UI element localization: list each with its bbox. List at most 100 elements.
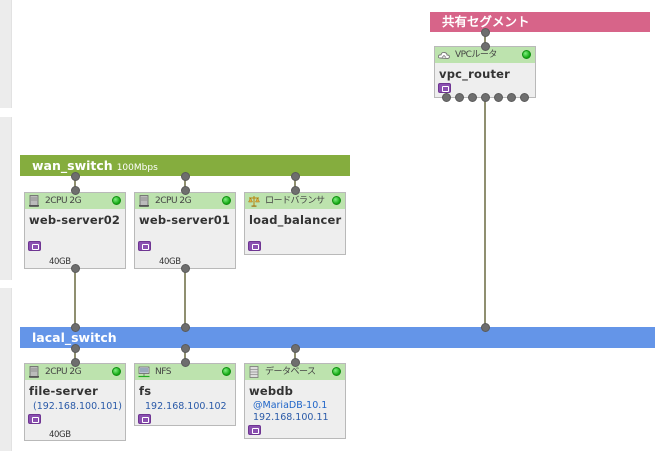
node-header: 2CPU 2G <box>135 193 235 209</box>
wire-router-to-local <box>484 97 486 327</box>
wire-wan-to-lb <box>294 176 296 190</box>
wire-shared-to-router <box>484 32 486 46</box>
ip-address: (192.168.100.101) <box>33 401 123 412</box>
node-type-label: 2CPU 2G <box>45 196 82 206</box>
wire-local-to-fileserver <box>74 348 76 362</box>
port-dot[interactable] <box>70 185 80 195</box>
status-indicator <box>522 50 531 59</box>
node-vpc-router[interactable]: VPCルータ vpc_router <box>434 46 536 98</box>
node-name: vpc_router <box>439 67 511 81</box>
shared-segment-label: 共有セグメント <box>442 14 530 29</box>
node-load-balancer[interactable]: ロードバランサ load_balancer <box>244 192 346 255</box>
cloud-router-icon <box>438 51 450 59</box>
port-dot[interactable] <box>290 357 300 367</box>
status-indicator <box>222 367 231 376</box>
port-dot[interactable] <box>290 185 300 195</box>
info-icon[interactable] <box>248 425 261 435</box>
port-dot[interactable] <box>70 322 80 332</box>
disk-size: 40GB <box>49 257 71 267</box>
status-indicator <box>332 196 341 205</box>
side-panel-bottom <box>0 288 12 451</box>
node-type-label: データベース <box>265 367 316 377</box>
node-type-label: NFS <box>155 367 171 377</box>
local-switch-label: lacal_switch <box>32 330 117 345</box>
wire-local-to-webdb <box>294 348 296 362</box>
node-name: webdb <box>249 384 294 398</box>
node-fs[interactable]: NFS fs 192.168.100.102 <box>134 363 236 426</box>
wire-web02-to-local <box>74 268 76 327</box>
node-web-server01[interactable]: 2CPU 2G web-server01 40GB <box>134 192 236 269</box>
port-dot[interactable] <box>70 343 80 353</box>
port-dot[interactable] <box>480 322 490 332</box>
wire-local-to-fs <box>184 348 186 362</box>
status-indicator <box>222 196 231 205</box>
node-web-server02[interactable]: 2CPU 2G web-server02 40GB <box>24 192 126 269</box>
port-dot[interactable] <box>180 185 190 195</box>
server-icon <box>29 366 39 378</box>
port-dot[interactable] <box>519 92 529 102</box>
port-dot[interactable] <box>290 343 300 353</box>
info-icon[interactable] <box>28 241 41 251</box>
port-dot[interactable] <box>441 92 451 102</box>
node-type-label: 2CPU 2G <box>155 196 192 206</box>
status-indicator <box>112 367 121 376</box>
node-header: 2CPU 2G <box>25 364 125 380</box>
port-dot[interactable] <box>480 92 490 102</box>
node-header: VPCルータ <box>435 47 535 63</box>
node-type-label: 2CPU 2G <box>45 367 82 377</box>
server-icon <box>29 195 39 207</box>
wire-wan-to-web01 <box>184 176 186 190</box>
ip-address: 192.168.100.102 <box>145 401 227 412</box>
wire-wan-to-web02 <box>74 176 76 190</box>
port-dot[interactable] <box>480 41 490 51</box>
ip-address: 192.168.100.11 <box>253 412 329 423</box>
node-header: データベース <box>245 364 345 380</box>
info-icon[interactable] <box>138 414 151 424</box>
node-header: 2CPU 2G <box>25 193 125 209</box>
node-header: NFS <box>135 364 235 380</box>
node-type-label: ロードバランサ <box>265 196 325 206</box>
port-dot[interactable] <box>480 27 490 37</box>
side-panel-top <box>0 0 12 108</box>
status-indicator <box>332 367 341 376</box>
node-name: web-server01 <box>139 213 231 227</box>
wire-web01-to-local <box>184 268 186 327</box>
node-name: file-server <box>29 384 98 398</box>
db-version: @MariaDB-10.1 <box>253 400 328 411</box>
nfs-icon <box>138 366 150 378</box>
port-dot[interactable] <box>70 263 80 273</box>
info-icon[interactable] <box>438 83 451 93</box>
port-dot[interactable] <box>290 171 300 181</box>
port-dot[interactable] <box>180 322 190 332</box>
wan-switch-label: wan_switch <box>32 158 113 173</box>
port-dot[interactable] <box>70 357 80 367</box>
disk-size: 40GB <box>49 430 71 440</box>
node-header: ロードバランサ <box>245 193 345 209</box>
disk-size: 40GB <box>159 257 181 267</box>
node-type-label: VPCルータ <box>455 50 497 60</box>
port-dot[interactable] <box>454 92 464 102</box>
port-dot[interactable] <box>467 92 477 102</box>
port-dot[interactable] <box>70 171 80 181</box>
node-webdb[interactable]: データベース webdb @MariaDB-10.1 192.168.100.1… <box>244 363 346 439</box>
server-icon <box>139 195 149 207</box>
port-dot[interactable] <box>180 171 190 181</box>
port-dot[interactable] <box>180 357 190 367</box>
info-icon[interactable] <box>138 241 151 251</box>
info-icon[interactable] <box>28 414 41 424</box>
node-name: fs <box>139 384 152 398</box>
port-dot[interactable] <box>180 343 190 353</box>
wan-switch-speed: 100Mbps <box>116 163 158 173</box>
info-icon[interactable] <box>248 241 261 251</box>
local-switch-bar[interactable]: lacal_switch <box>20 327 655 348</box>
shared-segment-bar[interactable]: 共有セグメント <box>430 12 650 32</box>
status-indicator <box>112 196 121 205</box>
port-dot[interactable] <box>493 92 503 102</box>
port-dot[interactable] <box>180 263 190 273</box>
port-dot[interactable] <box>506 92 516 102</box>
database-icon <box>249 366 259 378</box>
node-name: web-server02 <box>29 213 121 227</box>
side-panel-middle <box>0 117 12 280</box>
node-file-server[interactable]: 2CPU 2G file-server (192.168.100.101) 40… <box>24 363 126 441</box>
